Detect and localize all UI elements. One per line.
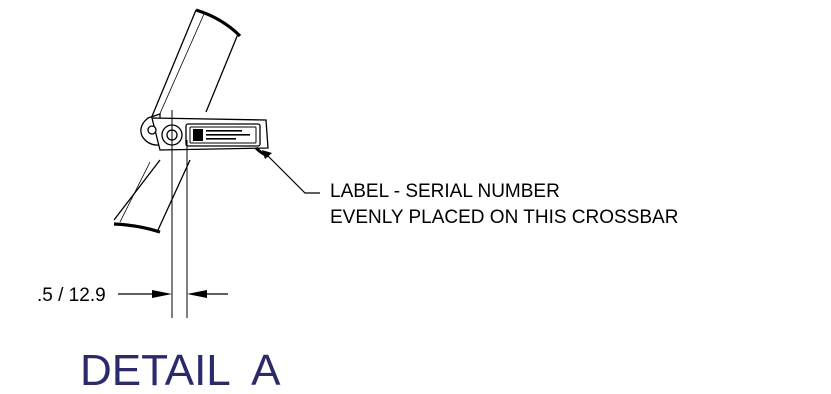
tube-bottom-end xyxy=(113,222,161,234)
label-text-line xyxy=(206,134,250,136)
callout-leader xyxy=(263,151,320,194)
bracket-hole xyxy=(147,125,157,135)
dimension-arrow-right xyxy=(187,290,207,298)
tube-inner-lower xyxy=(119,161,151,223)
label-logo xyxy=(193,129,203,141)
tube-right-edge-lower xyxy=(157,159,191,231)
bracket-plate xyxy=(140,113,269,151)
label-text-line xyxy=(206,138,236,140)
tube-left-edge-lower xyxy=(113,159,161,221)
leader-arrowhead xyxy=(262,150,272,159)
dimension-arrow-left xyxy=(152,290,172,298)
tube-body xyxy=(113,9,239,231)
label-text-line xyxy=(206,130,242,132)
dimension-text: .5 / 12.9 xyxy=(37,285,106,306)
tube-top-end xyxy=(195,8,242,38)
tube-inner-left xyxy=(157,13,205,119)
detail-title: DETAIL A xyxy=(80,346,281,394)
extension-lines xyxy=(171,110,188,318)
callout-text-line1: LABEL - SERIAL NUMBER xyxy=(330,181,560,202)
tube-right-edge-upper xyxy=(205,33,239,113)
callout-text-line2: EVENLY PLACED ON THIS CROSSBAR xyxy=(330,207,678,228)
leader-line xyxy=(263,151,320,194)
tube-left-edge-upper xyxy=(147,9,197,127)
serial-label-graphic xyxy=(193,129,250,141)
